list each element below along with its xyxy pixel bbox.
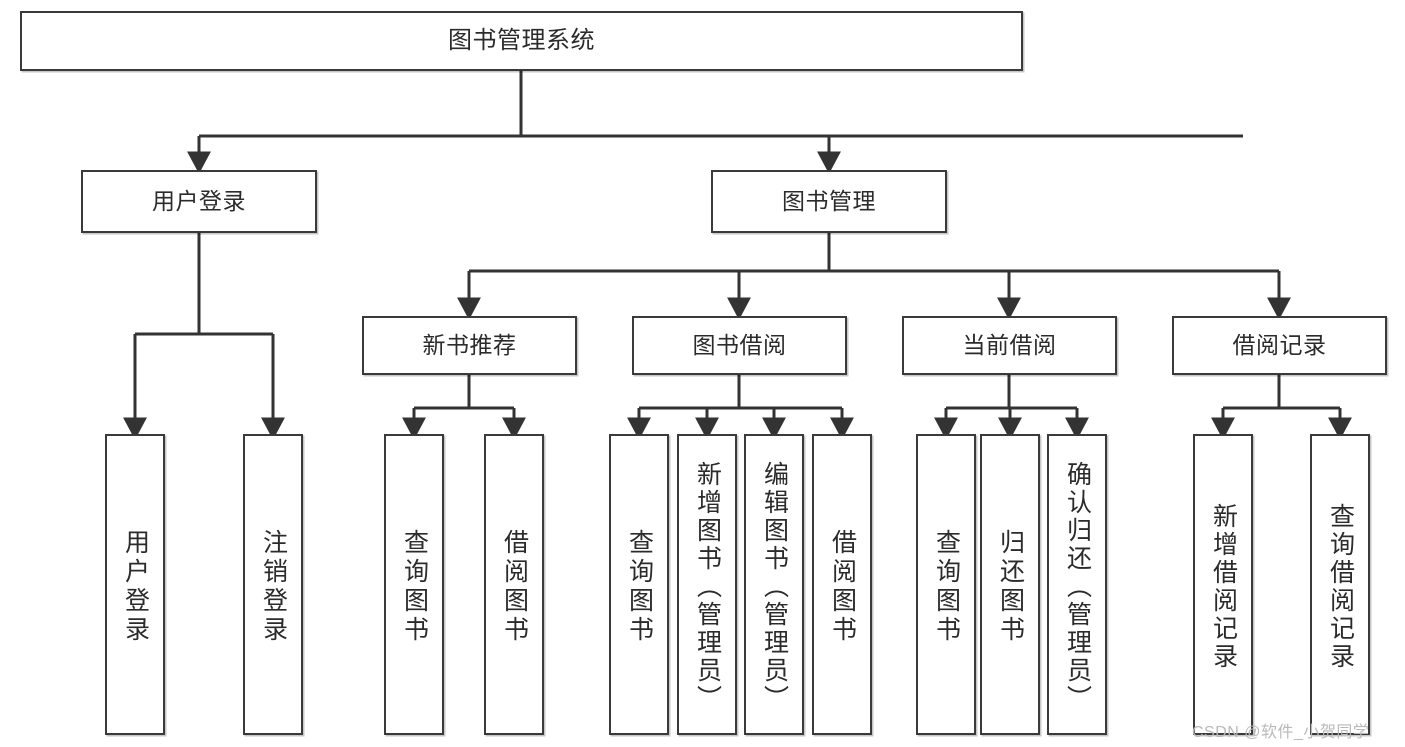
node-leaf-add-borrow-record[interactable]: 新增借阅记录: [1193, 434, 1253, 735]
node-label: 借阅记录: [1232, 332, 1327, 359]
node-label: 借阅图书: [828, 528, 857, 645]
node-leaf-query-book-borrow[interactable]: 查询图书: [609, 434, 669, 735]
node-label: 注销登录: [259, 528, 288, 645]
node-label: 新书推荐: [422, 332, 517, 359]
node-label: 用户登录: [121, 528, 150, 645]
node-label: 借阅图书: [500, 528, 529, 645]
node-label: 新增图书（管理员）: [693, 460, 722, 713]
node-book-borrow[interactable]: 图书借阅: [632, 316, 847, 375]
node-leaf-query-borrow-record[interactable]: 查询借阅记录: [1310, 434, 1370, 735]
node-label: 编辑图书（管理员）: [760, 460, 789, 713]
node-label: 图书管理系统: [448, 27, 595, 55]
node-book-management[interactable]: 图书管理: [711, 170, 947, 233]
node-label: 查询图书: [625, 528, 654, 645]
node-leaf-user-logout[interactable]: 注销登录: [243, 434, 303, 735]
node-leaf-query-book-recommend[interactable]: 查询图书: [384, 434, 444, 735]
node-leaf-user-login[interactable]: 用户登录: [105, 434, 165, 735]
node-user-login[interactable]: 用户登录: [81, 170, 317, 233]
node-label: 图书借阅: [692, 332, 787, 359]
watermark-csdn: CSDN @软件_小贺同学: [1192, 724, 1370, 741]
node-label: 查询图书: [400, 528, 429, 645]
node-leaf-confirm-return-admin[interactable]: 确认归还（管理员）: [1047, 434, 1107, 735]
node-leaf-edit-book-admin[interactable]: 编辑图书（管理员）: [744, 434, 804, 735]
node-label: 查询图书: [932, 528, 961, 645]
node-leaf-borrow-book-recommend[interactable]: 借阅图书: [484, 434, 544, 735]
node-label: 图书管理: [782, 188, 876, 215]
node-root-book-management-system[interactable]: 图书管理系统: [20, 11, 1023, 71]
node-leaf-borrow-book[interactable]: 借阅图书: [812, 434, 872, 735]
node-leaf-return-book[interactable]: 归还图书: [980, 434, 1040, 735]
node-label: 归还图书: [996, 528, 1025, 645]
node-new-book-recommend[interactable]: 新书推荐: [362, 316, 577, 375]
node-label: 用户登录: [152, 188, 246, 215]
node-label: 查询借阅记录: [1326, 502, 1355, 671]
node-current-borrow[interactable]: 当前借阅: [902, 316, 1117, 375]
node-borrow-record[interactable]: 借阅记录: [1172, 316, 1387, 375]
node-label: 当前借阅: [962, 332, 1057, 359]
node-leaf-add-book-admin[interactable]: 新增图书（管理员）: [677, 434, 737, 735]
node-leaf-query-book-current[interactable]: 查询图书: [916, 434, 976, 735]
node-label: 确认归还（管理员）: [1063, 460, 1092, 713]
node-label: 新增借阅记录: [1209, 502, 1238, 671]
